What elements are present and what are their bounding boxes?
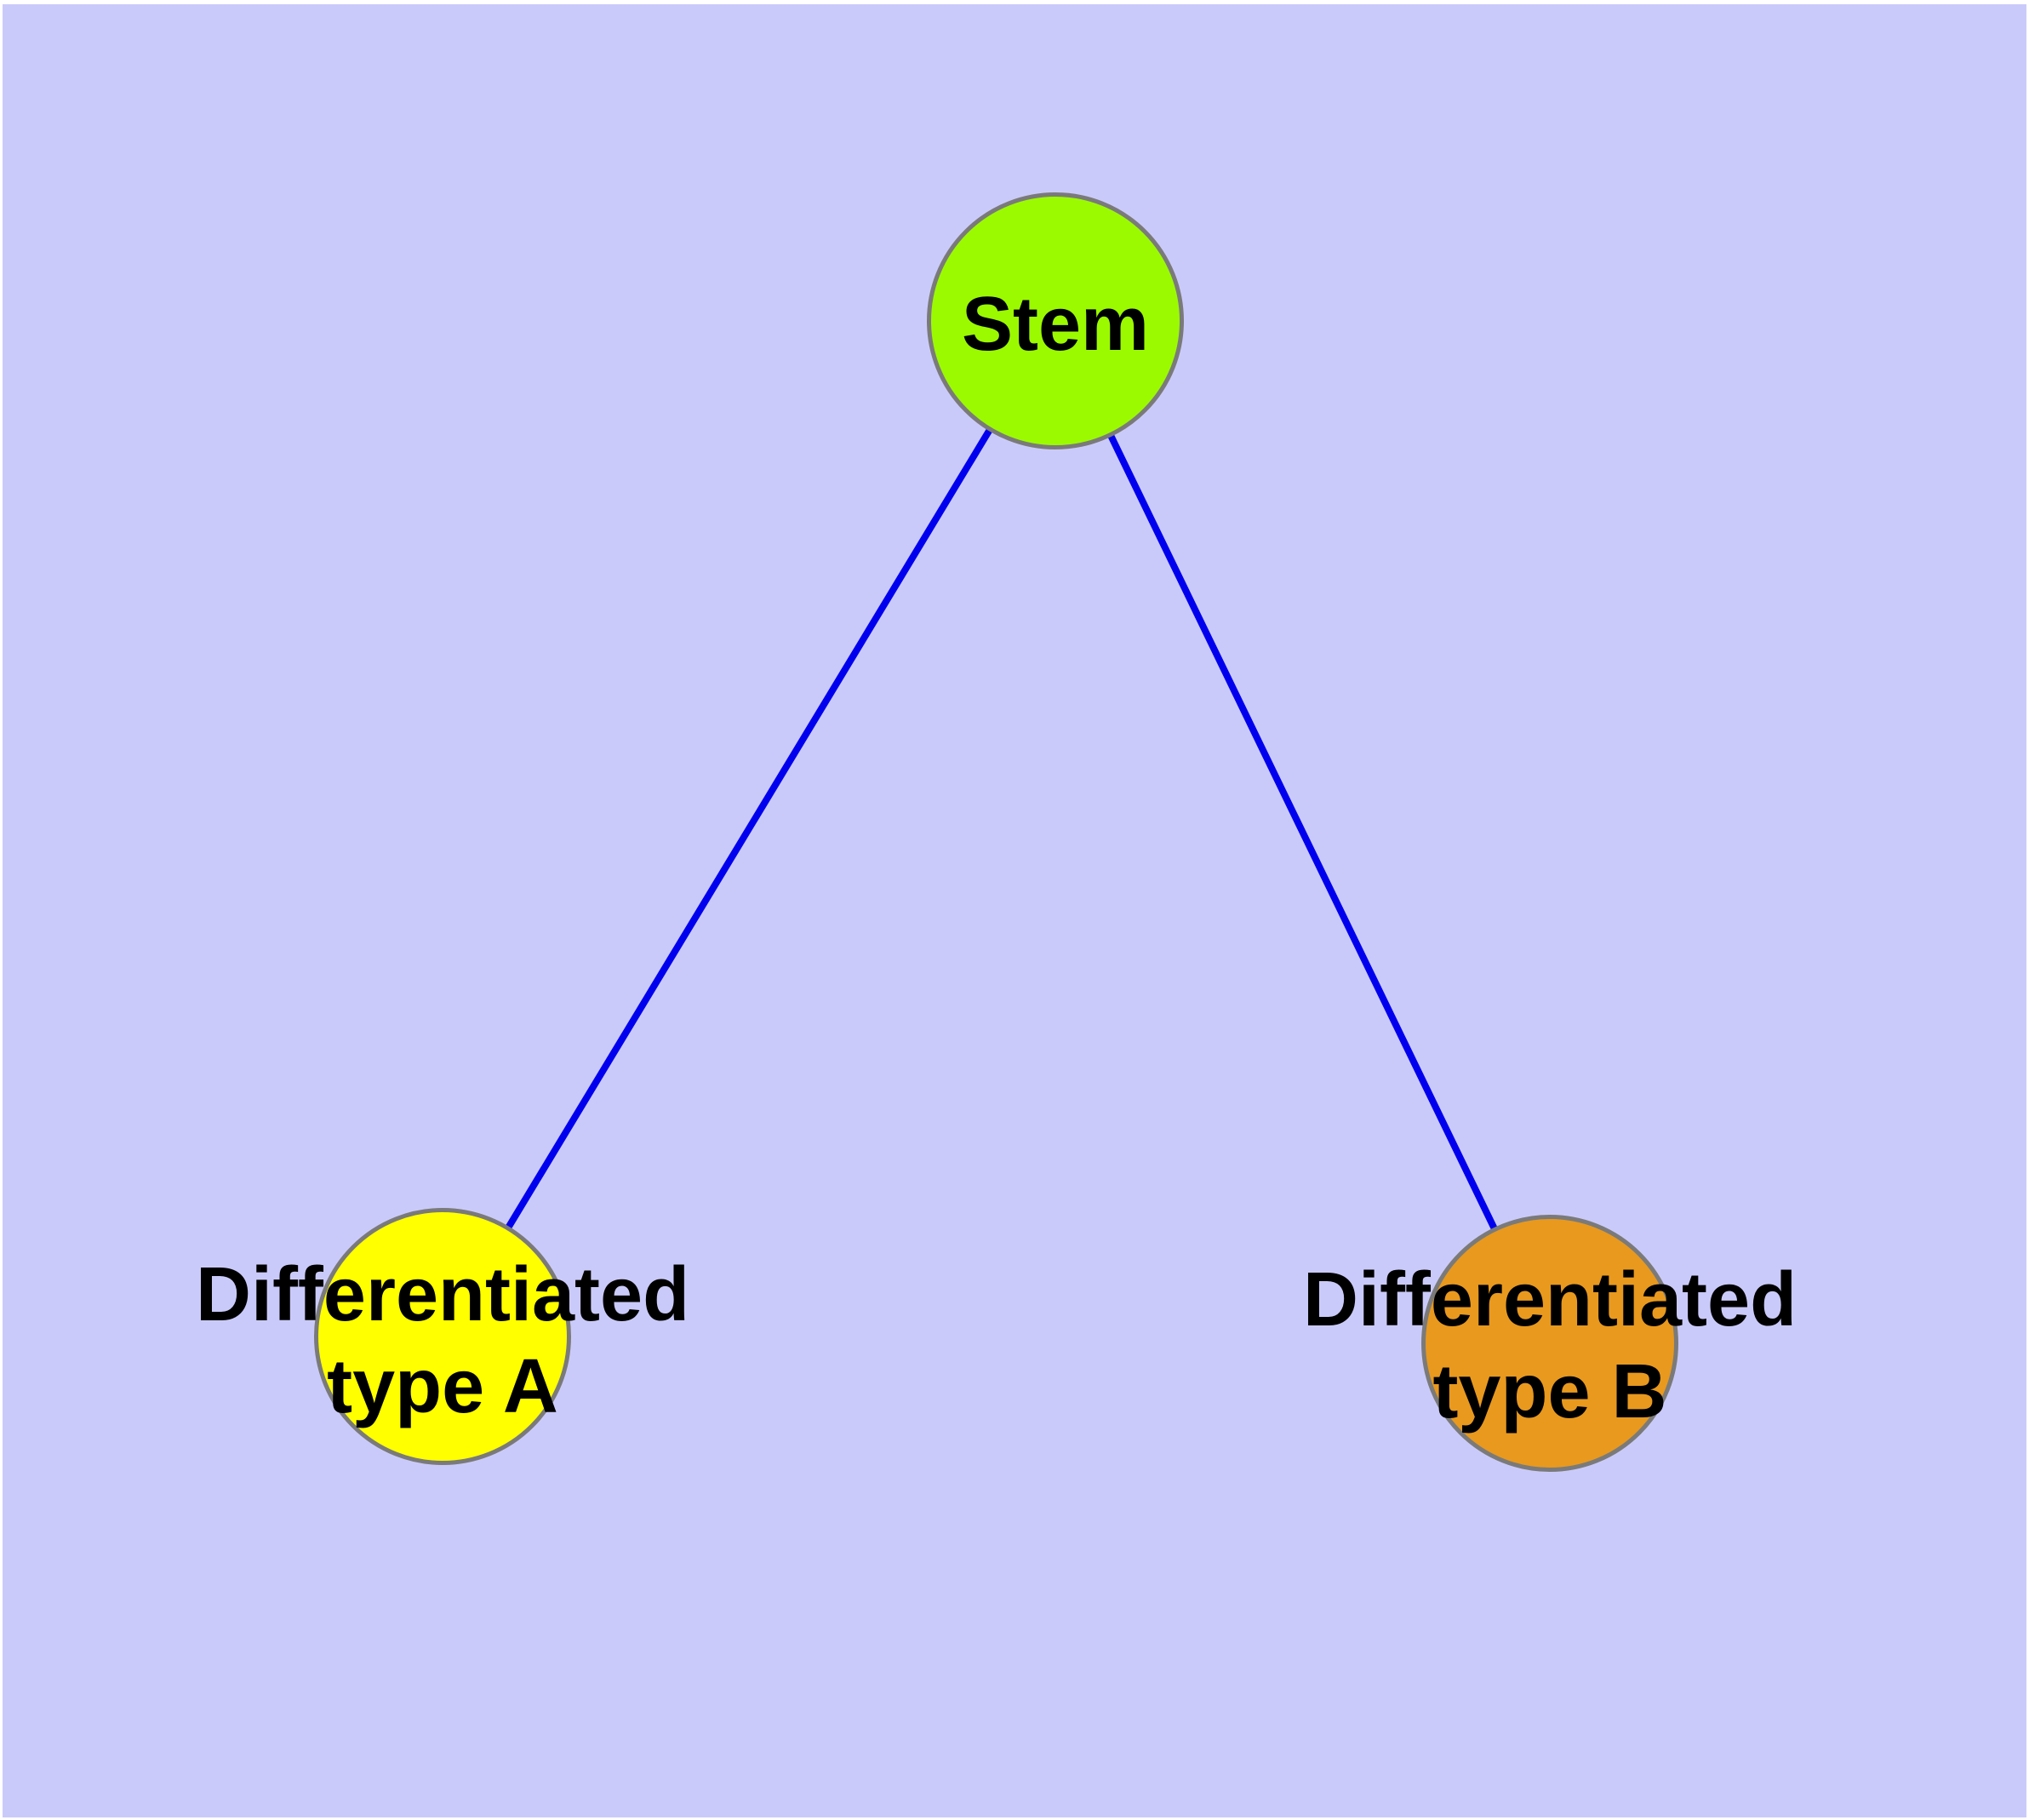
node-label-line: type A — [327, 1344, 558, 1429]
node-label-stem: Stem — [961, 282, 1150, 367]
graph-canvas: Stem Differentiated type A Differentiate… — [3, 4, 2026, 1817]
node-label-line: Differentiated — [195, 1252, 690, 1337]
node-label-line: Differentiated — [1302, 1257, 1798, 1342]
node-label-differentiated-type-a: Differentiated type A — [196, 1249, 689, 1433]
edge-stem-to-type-a — [439, 318, 1059, 1339]
edge-stem-to-type-b — [1052, 319, 1553, 1345]
node-label-line: type B — [1432, 1349, 1667, 1434]
node-differentiated-type-b — [1421, 1215, 1678, 1472]
node-label-differentiated-type-b: Differentiated type B — [1303, 1254, 1797, 1438]
node-differentiated-type-a — [314, 1208, 571, 1465]
node-stem — [927, 192, 1184, 449]
